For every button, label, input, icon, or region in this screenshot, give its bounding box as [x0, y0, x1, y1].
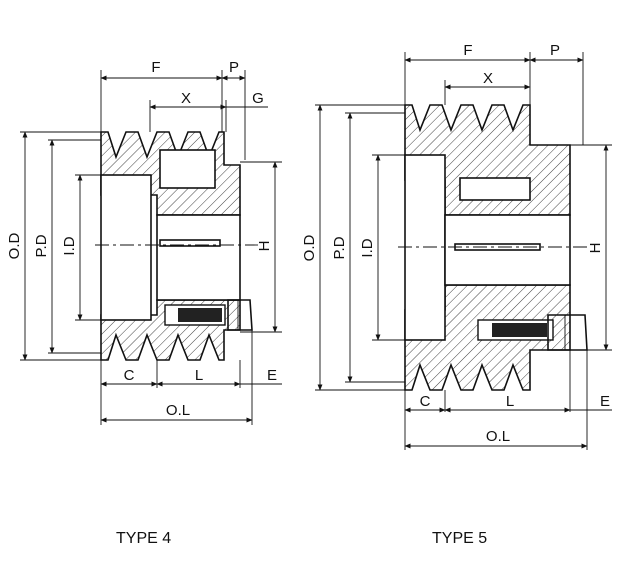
- type5-label-E: E: [600, 393, 610, 410]
- type5-label-PD: P.D: [331, 236, 348, 259]
- type5-label-L: L: [506, 393, 514, 410]
- type4-caption: TYPE 4: [116, 530, 172, 547]
- type5-flange-face: [404, 154, 446, 341]
- type4-label-X: X: [181, 90, 191, 107]
- type4-key-pocket: [159, 149, 216, 189]
- type5-label-H: H: [587, 243, 604, 254]
- type4-label-G: G: [252, 90, 264, 107]
- type4-label-C: C: [124, 367, 135, 384]
- type4-label-L: L: [195, 367, 203, 384]
- type4-label-ID: I.D: [61, 236, 78, 255]
- type4-screw-thread: [178, 308, 222, 322]
- type4-label-E: E: [267, 367, 277, 384]
- type5-label-ID: I.D: [359, 238, 376, 257]
- type5-screw-thread: [492, 323, 547, 337]
- type5-label-C: C: [420, 393, 431, 410]
- type4-label-F: F: [151, 59, 160, 76]
- type4-label-H: H: [256, 241, 273, 252]
- type5-drawing: F P X O.D P.D I.D H C L E O.L: [301, 42, 612, 450]
- type5-key-pocket: [459, 177, 531, 201]
- type5-label-OD: O.D: [301, 235, 318, 262]
- type4-keyway: [159, 239, 221, 247]
- type4-label-PD: P.D: [33, 234, 50, 257]
- type5-label-P: P: [550, 42, 560, 59]
- type4-label-OL: O.L: [166, 402, 190, 419]
- type5-caption: TYPE 5: [432, 530, 488, 547]
- type4-label-P: P: [229, 59, 239, 76]
- type4-label-OD: O.D: [6, 233, 23, 260]
- type4-drawing: F P X G O.D P.D I.D H C L E O.L: [6, 59, 282, 425]
- type5-label-F: F: [463, 42, 472, 59]
- type4-bore: [156, 214, 241, 301]
- type5-label-OL: O.L: [486, 428, 510, 445]
- type5-label-X: X: [483, 70, 493, 87]
- type4-flange-face: [100, 174, 152, 321]
